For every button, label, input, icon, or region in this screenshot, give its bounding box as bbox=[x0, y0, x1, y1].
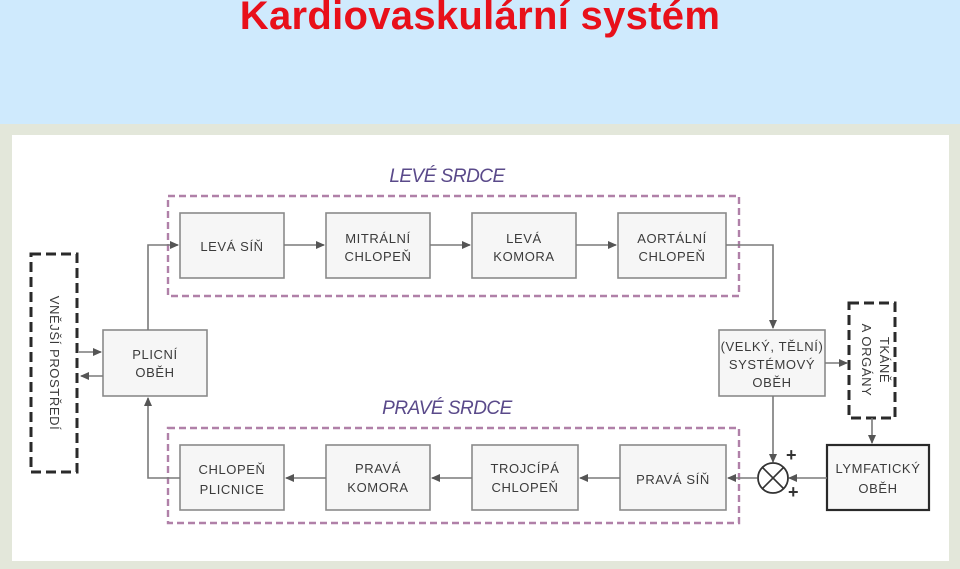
pulmonary-valve-box bbox=[179, 444, 285, 511]
lymphatic-label-1: LYMFATICKÝ bbox=[836, 461, 921, 476]
tissues-label-1: TKÁNĚ bbox=[877, 337, 892, 383]
tricuspid-valve-label-1: TROJCÍPÁ bbox=[490, 461, 559, 476]
right-atrium-label: PRAVÁ SÍŇ bbox=[636, 472, 710, 487]
left-atrium-label: LEVÁ SÍŇ bbox=[200, 239, 263, 254]
systemic-circulation-label-2: SYSTÉMOVÝ bbox=[729, 357, 815, 372]
pulmonary-circulation-box bbox=[102, 329, 208, 397]
right-ventricle-label-2: KOMORA bbox=[347, 480, 408, 495]
left-heart-label: LEVÉ SRDCE bbox=[389, 166, 505, 187]
tissues-label-2: A ORGÁNY bbox=[859, 324, 874, 397]
right-ventricle-label-1: PRAVÁ bbox=[355, 461, 401, 476]
right-atrium-box bbox=[619, 444, 727, 511]
arrow-aortic-to-systemic bbox=[726, 244, 777, 329]
systemic-circulation-label-3: OBĚH bbox=[752, 375, 791, 390]
tricuspid-valve-box bbox=[471, 444, 579, 511]
systemic-circulation-box bbox=[718, 329, 826, 397]
left-heart-group bbox=[166, 194, 741, 298]
mitral-valve-label-2: CHLOPEŇ bbox=[344, 249, 411, 264]
pulmonary-circulation-label-1: PLICNÍ bbox=[132, 347, 178, 362]
systemic-circulation-label-1: (VELKÝ, TĚLNÍ) bbox=[721, 339, 824, 354]
aortic-valve-label-2: CHLOPEŇ bbox=[638, 249, 705, 264]
tricuspid-valve-label-2: CHLOPEŇ bbox=[491, 480, 558, 495]
plus-sign-top: + bbox=[786, 445, 797, 465]
pulmonary-valve-label-2: PLICNICE bbox=[200, 482, 265, 497]
arrow-pulmonary-to-atrium bbox=[147, 241, 179, 330]
right-heart-group bbox=[166, 426, 741, 525]
page-title: Kardiovaskulární systém bbox=[239, 0, 721, 38]
left-ventricle-label-2: KOMORA bbox=[493, 249, 554, 264]
lymphatic-box bbox=[825, 443, 931, 512]
external-environment-label: VNĚJŠÍ PROSTŘEDÍ bbox=[47, 296, 62, 431]
left-ventricle-label-1: LEVÁ bbox=[506, 231, 542, 246]
right-ventricle-box bbox=[325, 444, 431, 511]
summing-junction bbox=[757, 462, 789, 494]
lymphatic-label-2: OBĚH bbox=[858, 481, 897, 496]
aortic-valve-label-1: AORTÁLNÍ bbox=[637, 231, 707, 246]
pulmonary-circulation-label-2: OBĚH bbox=[135, 365, 174, 380]
arrow-pulmvalve-to-pulmonary bbox=[144, 397, 180, 479]
pulmonary-valve-label-1: CHLOPEŇ bbox=[198, 462, 265, 477]
mitral-valve-label-1: MITRÁLNÍ bbox=[345, 231, 410, 246]
plus-sign-bottom: + bbox=[788, 482, 799, 502]
right-heart-label: PRAVÉ SRDCE bbox=[382, 398, 512, 419]
external-environment-box bbox=[29, 252, 79, 474]
mitral-valve-box bbox=[325, 212, 431, 279]
